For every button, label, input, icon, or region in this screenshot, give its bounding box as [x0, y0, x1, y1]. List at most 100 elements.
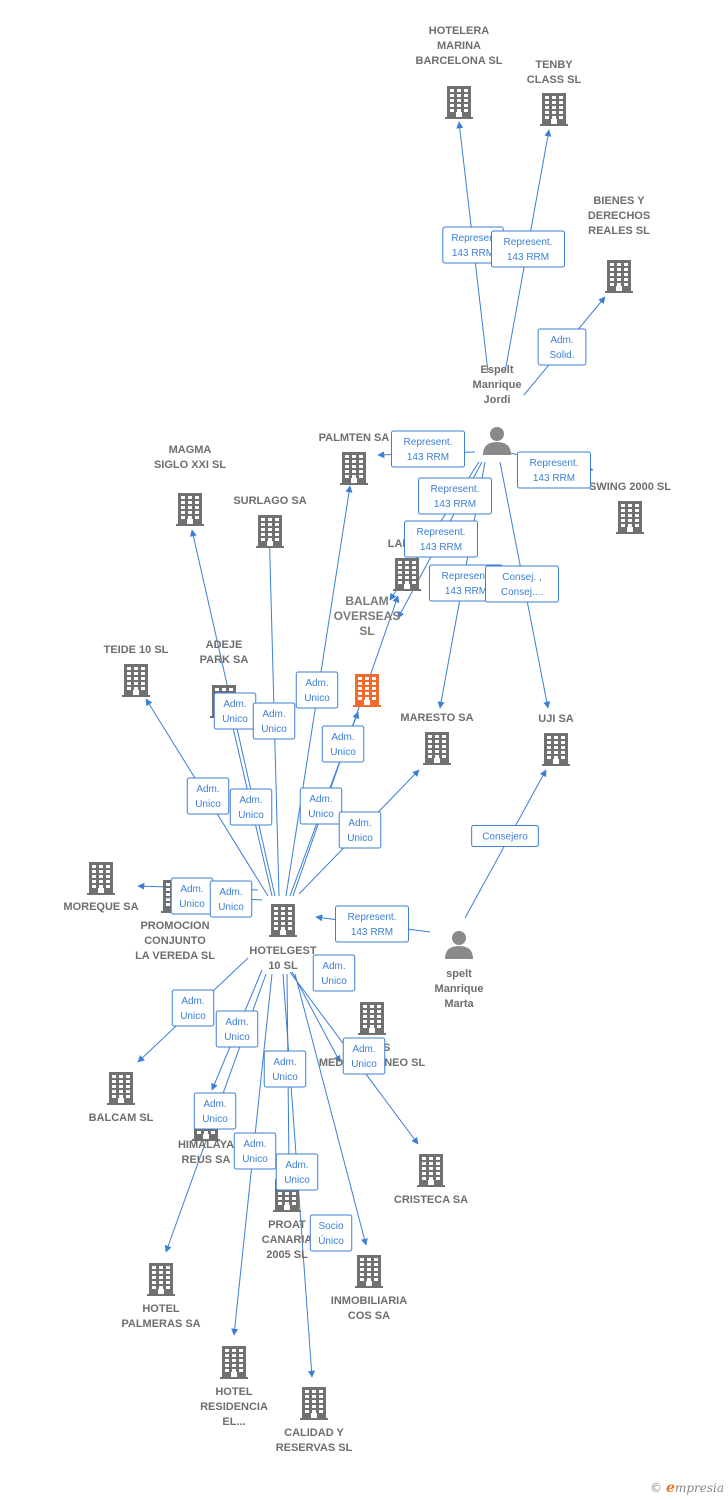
node-window: [359, 470, 363, 473]
company-node[interactable]: PALMTEN SA: [319, 432, 390, 485]
edge-label-badge[interactable]: Adm.Unico: [299, 787, 343, 825]
edge-label-badge[interactable]: Represent.143 RRM: [391, 430, 465, 468]
node-window: [159, 1276, 163, 1279]
node-window: [119, 1090, 123, 1093]
node-window: [422, 1177, 426, 1180]
company-node[interactable]: UJI SA: [538, 713, 574, 766]
company-node[interactable]: HOTELRESIDENCIAEL...: [200, 1346, 268, 1428]
company-node[interactable]: BALCAM SL: [89, 1072, 154, 1124]
node-window: [288, 922, 292, 925]
node-window: [225, 1364, 229, 1367]
node-window: [422, 1162, 426, 1165]
node-window: [398, 561, 402, 564]
edge-label-badge[interactable]: Consej. ,Consej....: [485, 565, 559, 603]
company-node[interactable]: SURLAGO SA: [233, 495, 307, 548]
edge-label-text: Represent.: [431, 484, 480, 495]
company-node[interactable]: SWING 2000 SL: [589, 481, 671, 534]
company-node[interactable]: MARESTO SA: [400, 712, 474, 765]
node-base: [423, 763, 451, 765]
node-window: [134, 682, 138, 685]
node-base: [176, 524, 204, 526]
node-window: [367, 1278, 371, 1281]
edge-label-badge[interactable]: Adm.Unico: [186, 777, 230, 815]
empresia-logo[interactable]: ©empresia: [650, 1480, 724, 1496]
edge-label-badge[interactable]: Adm.Unico: [321, 725, 365, 763]
edge-label-badge[interactable]: Represent.143 RRM: [335, 905, 409, 943]
node-base: [192, 1139, 220, 1141]
edge-label-badge[interactable]: Adm.Unico: [171, 989, 215, 1027]
edge-label-badge[interactable]: Adm.Unico: [209, 880, 253, 918]
node-window: [99, 880, 103, 883]
focus-window: [372, 687, 376, 690]
node-window: [435, 750, 439, 753]
edge-label-badge[interactable]: Adm.Unico: [295, 671, 339, 709]
edge-label-badge[interactable]: Adm.Unico: [213, 692, 257, 730]
edge-label-badge[interactable]: Adm.Unico: [275, 1153, 319, 1191]
edge-label-text: Unico: [351, 1059, 377, 1070]
node-window: [134, 672, 138, 675]
company-node[interactable]: MOREQUE SA: [63, 862, 139, 913]
node-window: [367, 1273, 371, 1276]
node-window: [134, 677, 138, 680]
node-window: [422, 1167, 426, 1170]
node-window: [195, 506, 199, 509]
node-window: [624, 278, 628, 281]
node-window: [274, 912, 278, 915]
node-window: [278, 1192, 282, 1195]
edge-label-badge[interactable]: Adm.Unico: [170, 877, 214, 915]
edge-label-badge[interactable]: Adm.Unico: [233, 1132, 277, 1170]
edge-label-badge[interactable]: Adm.Unico: [193, 1092, 237, 1130]
edge-label-text: Unico: [284, 1175, 310, 1186]
node-base: [355, 1286, 383, 1288]
node-window: [92, 880, 96, 883]
edge-label-box: [471, 825, 539, 847]
edge-label-badge[interactable]: Represent.143 RRM: [404, 520, 478, 558]
edge-label-badge[interactable]: Adm.Unico: [229, 788, 273, 826]
node-window: [377, 1005, 381, 1008]
edge-label-badge[interactable]: Represent.143 RRM: [418, 477, 492, 515]
company-node[interactable]: CRISTECA SA: [394, 1154, 468, 1206]
node-window: [552, 111, 556, 114]
node-window: [621, 509, 625, 512]
node-base: [358, 1033, 386, 1035]
edge-label-badge[interactable]: Adm.Unico: [342, 1037, 386, 1075]
node-window: [261, 518, 265, 521]
edge-label-badge[interactable]: Represent.143 RRM: [429, 564, 503, 602]
edge-label-badge[interactable]: Consejero: [471, 825, 539, 847]
edge-label-badge[interactable]: Adm.Solid.: [537, 328, 587, 366]
node-window: [106, 880, 110, 883]
edge-label-badge[interactable]: Represent.143 RRM: [517, 451, 591, 489]
edge-label-badge[interactable]: Represent.143 RRM: [491, 230, 565, 268]
node-window: [134, 687, 138, 690]
node-window: [127, 682, 131, 685]
edge-label-text: Consej. ,: [502, 572, 541, 583]
edge-label-badge[interactable]: Adm.Unico: [252, 702, 296, 740]
node-base: [269, 935, 297, 937]
node-window: [547, 756, 551, 759]
node-window: [621, 514, 625, 517]
company-node[interactable]: TEIDE 10 SL: [104, 644, 169, 697]
node-label: MARESTO SA: [400, 712, 473, 724]
node-window: [119, 1080, 123, 1083]
node-window: [422, 1172, 426, 1175]
edge-label-badge[interactable]: Adm.Unico: [215, 1010, 259, 1048]
edge-label-badge[interactable]: Adm.Unico: [312, 954, 356, 992]
node-window: [92, 870, 96, 873]
edge-label-badge[interactable]: Adm.Unico: [263, 1050, 307, 1088]
node-door: [404, 584, 410, 590]
edge-label-badge[interactable]: Adm.Unico: [338, 811, 382, 849]
